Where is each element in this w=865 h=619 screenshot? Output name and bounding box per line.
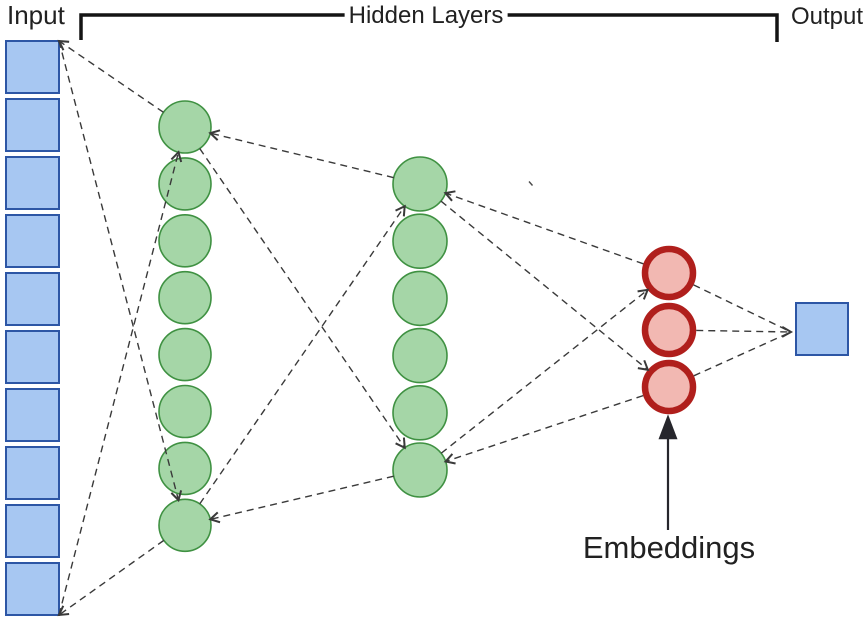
hidden-node <box>392 270 448 327</box>
hidden-node <box>392 156 448 212</box>
hidden-node <box>158 327 212 382</box>
hidden-node <box>158 157 212 211</box>
connection-edge <box>199 148 406 450</box>
embedding-node <box>641 359 697 415</box>
output-label: Output <box>791 3 864 30</box>
connection-edge <box>440 200 650 372</box>
input-node <box>5 98 60 152</box>
output-node <box>795 302 849 356</box>
connection-edge <box>443 394 644 465</box>
connection-edge <box>696 325 794 338</box>
hidden-node <box>158 214 212 268</box>
connection-edge <box>208 129 394 179</box>
connection-edge <box>440 288 650 454</box>
stray-mark <box>528 181 534 186</box>
input-node <box>5 156 60 210</box>
hidden-node <box>392 442 448 498</box>
hidden-node <box>158 498 212 553</box>
connection-edge <box>57 539 165 617</box>
connection-edge <box>208 475 394 524</box>
input-node <box>5 214 60 268</box>
input-node <box>5 40 60 94</box>
input-node <box>5 446 60 500</box>
input-node <box>5 272 60 326</box>
hidden-node <box>158 441 212 496</box>
input-node <box>5 330 60 384</box>
hidden-layers-label: Hidden Layers <box>344 2 508 30</box>
input-node <box>5 504 60 558</box>
connection-edge <box>693 331 792 377</box>
hidden-node <box>158 100 212 154</box>
connection-edge <box>693 284 792 333</box>
hidden-node <box>392 327 448 384</box>
embedding-node <box>641 245 697 301</box>
embeddings-label: Embeddings <box>582 530 756 565</box>
hidden-node <box>158 270 212 325</box>
input-node <box>5 388 60 442</box>
connection-edge <box>199 204 406 505</box>
connection-edge <box>443 190 644 265</box>
hidden-node <box>392 384 448 441</box>
embedding-node <box>641 302 697 358</box>
hidden-node <box>158 384 212 439</box>
connection-edge <box>57 39 164 113</box>
connection-edge <box>58 150 183 616</box>
input-node <box>5 562 60 616</box>
hidden-node <box>392 213 448 269</box>
embeddings-arrowhead <box>658 414 678 440</box>
input-label: Input <box>7 0 65 30</box>
